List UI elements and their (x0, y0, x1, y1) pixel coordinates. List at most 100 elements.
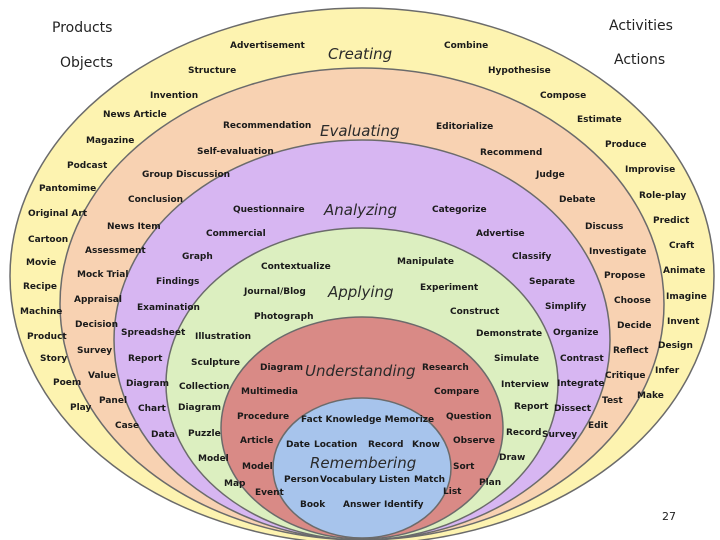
word-photograph: Photograph (254, 312, 314, 322)
word-article: Article (240, 436, 274, 446)
level-title-analyzing: Analyzing (324, 201, 398, 219)
word-debate: Debate (559, 195, 596, 205)
word-product: Product (27, 332, 67, 342)
word-produce: Produce (605, 140, 647, 150)
word-judge: Judge (536, 170, 565, 180)
word-improvise: Improvise (625, 165, 676, 175)
level-title-creating: Creating (328, 45, 393, 63)
word-record-1: Record (506, 428, 542, 438)
word-list: List (443, 487, 462, 497)
word-journal-blog: Journal/Blog (244, 287, 306, 297)
word-answer: Answer (343, 500, 381, 510)
corner-label-objects: Objects (60, 55, 113, 71)
word-diagram-3: Diagram (178, 403, 221, 413)
word-separate: Separate (529, 277, 576, 287)
word-interview: Interview (501, 380, 549, 390)
corner-label-activities: Activities (609, 18, 673, 34)
word-combine: Combine (444, 41, 489, 51)
word-sort: Sort (453, 462, 475, 472)
word-simulate: Simulate (494, 354, 539, 364)
word-news-item: News Item (107, 222, 161, 232)
word-examination: Examination (137, 303, 200, 313)
word-observe: Observe (453, 436, 495, 446)
word-assessment: Assessment (85, 246, 146, 256)
word-questionnaire: Questionnaire (233, 205, 305, 215)
word-procedure: Procedure (237, 412, 290, 422)
word-cartoon: Cartoon (28, 235, 69, 245)
word-date: Date (286, 440, 310, 450)
word-play: Play (70, 403, 92, 413)
word-case: Case (115, 421, 140, 431)
word-report-2: Report (514, 402, 549, 412)
word-test: Test (602, 396, 623, 406)
word-record-2: Record (368, 440, 404, 450)
word-spreadsheet: Spreadsheet (121, 328, 186, 338)
word-contrast: Contrast (560, 354, 604, 364)
word-role-play: Role-play (639, 191, 687, 201)
word-group-discussion: Group Discussion (142, 170, 231, 180)
word-news-article: News Article (103, 110, 167, 120)
word-match: Match (414, 475, 446, 485)
word-integrate: Integrate (557, 379, 605, 389)
word-research: Research (422, 363, 469, 373)
word-original-art: Original Art (28, 209, 88, 219)
word-panel: Panel (99, 396, 128, 406)
word-survey-1: Survey (77, 346, 113, 356)
word-report-1: Report (128, 354, 163, 364)
word-decision: Decision (75, 320, 119, 330)
word-advertise: Advertise (476, 229, 525, 239)
level-title-understanding: Understanding (305, 362, 416, 380)
word-predict: Predict (653, 216, 690, 226)
word-manipulate: Manipulate (397, 257, 454, 267)
word-location: Location (314, 440, 358, 450)
word-question: Question (446, 412, 492, 422)
word-infer: Infer (655, 366, 680, 376)
word-organize: Organize (553, 328, 599, 338)
word-editorialize: Editorialize (436, 122, 494, 132)
word-advertisement: Advertisement (230, 41, 305, 51)
word-data: Data (151, 430, 175, 440)
word-dissect: Dissect (554, 404, 592, 414)
word-recommend: Recommend (480, 148, 543, 158)
word-craft: Craft (669, 241, 695, 251)
word-book: Book (300, 500, 326, 510)
word-reflect: Reflect (613, 346, 649, 356)
word-animate: Animate (663, 266, 706, 276)
word-model-1: Model (198, 454, 229, 464)
word-vocabulary: Vocabulary (320, 475, 377, 485)
word-puzzle: Puzzle (188, 429, 221, 439)
word-map: Map (224, 479, 246, 489)
word-discuss: Discuss (585, 222, 624, 232)
word-graph: Graph (182, 252, 213, 262)
page-number: 27 (662, 510, 676, 523)
word-decide: Decide (617, 321, 652, 331)
word-critique: Critique (605, 371, 646, 381)
word-findings: Findings (156, 277, 200, 287)
word-draw: Draw (499, 453, 526, 463)
word-plan: Plan (479, 478, 502, 488)
word-machine: Machine (20, 307, 63, 317)
level-title-remembering: Remembering (310, 454, 417, 472)
word-recommendation: Recommendation (223, 121, 312, 131)
word-event: Event (255, 488, 284, 498)
word-diagram-2: Diagram (126, 379, 169, 389)
word-investigate: Investigate (589, 247, 647, 257)
word-model-2: Model (242, 462, 273, 472)
word-sculpture: Sculpture (191, 358, 241, 368)
word-know: Know (412, 440, 440, 450)
word-invention: Invention (150, 91, 199, 101)
word-survey-2: Survey (542, 430, 578, 440)
ring-remembering (272, 397, 452, 539)
word-demonstrate: Demonstrate (476, 329, 543, 339)
word-invent: Invent (667, 317, 700, 327)
word-appraisal: Appraisal (74, 295, 122, 305)
word-experiment: Experiment (420, 283, 479, 293)
word-estimate: Estimate (577, 115, 622, 125)
word-simplify: Simplify (545, 302, 587, 312)
word-recipe: Recipe (23, 282, 58, 292)
word-chart: Chart (138, 404, 166, 414)
word-imagine: Imagine (666, 292, 707, 302)
level-title-applying: Applying (328, 283, 394, 301)
word-edit: Edit (588, 421, 608, 431)
